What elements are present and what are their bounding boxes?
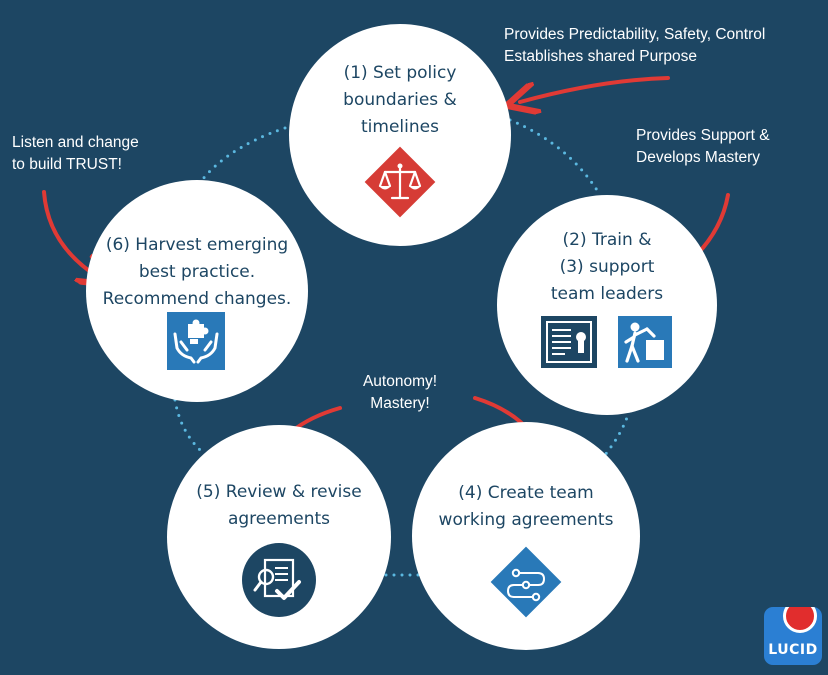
certificate-icon [541, 316, 597, 368]
step-6-circle: (6) Harvest emerging best practice. Reco… [86, 180, 308, 402]
step-6-label: (6) Harvest emerging best practice. Reco… [102, 235, 292, 309]
note-trust: Listen and change to build TRUST! [12, 134, 139, 173]
step-1-label: (1) Set policy boundaries & timelines [343, 63, 457, 137]
logo-wordmark: LUCID [768, 642, 818, 658]
logo-dot [783, 607, 817, 633]
dotted-connector [173, 398, 202, 452]
step-1-circle: (1) Set policy boundaries & timelines [289, 24, 511, 246]
step-2-3-circle: (2) Train & (3) support team leaders [497, 195, 717, 415]
support-person-icon [618, 316, 672, 368]
scales-icon [364, 146, 436, 218]
document-review-icon [242, 543, 316, 617]
note-predictability: Provides Predictability, Safety, Control… [504, 26, 766, 65]
arrow-top-right [520, 76, 670, 102]
workflow-icon [490, 546, 562, 618]
step-2-3-label: (2) Train & (3) support team leaders [550, 230, 664, 304]
note-support-mastery: Provides Support & Develops Mastery [636, 127, 770, 166]
step-4-circle: (4) Create team working agreements [412, 422, 640, 650]
step-4-label: (4) Create team working agreements [438, 483, 614, 530]
note-autonomy-mastery: Autonomy! Mastery! [362, 373, 438, 412]
lucid-logo: LUCID [764, 607, 822, 665]
dotted-connector [508, 118, 602, 197]
step-5-label: (5) Review & revise agreements [196, 482, 362, 529]
step-5-circle: (5) Review & revise agreements [167, 425, 391, 649]
puzzle-hands-icon [167, 312, 225, 370]
dotted-connector [603, 378, 633, 457]
